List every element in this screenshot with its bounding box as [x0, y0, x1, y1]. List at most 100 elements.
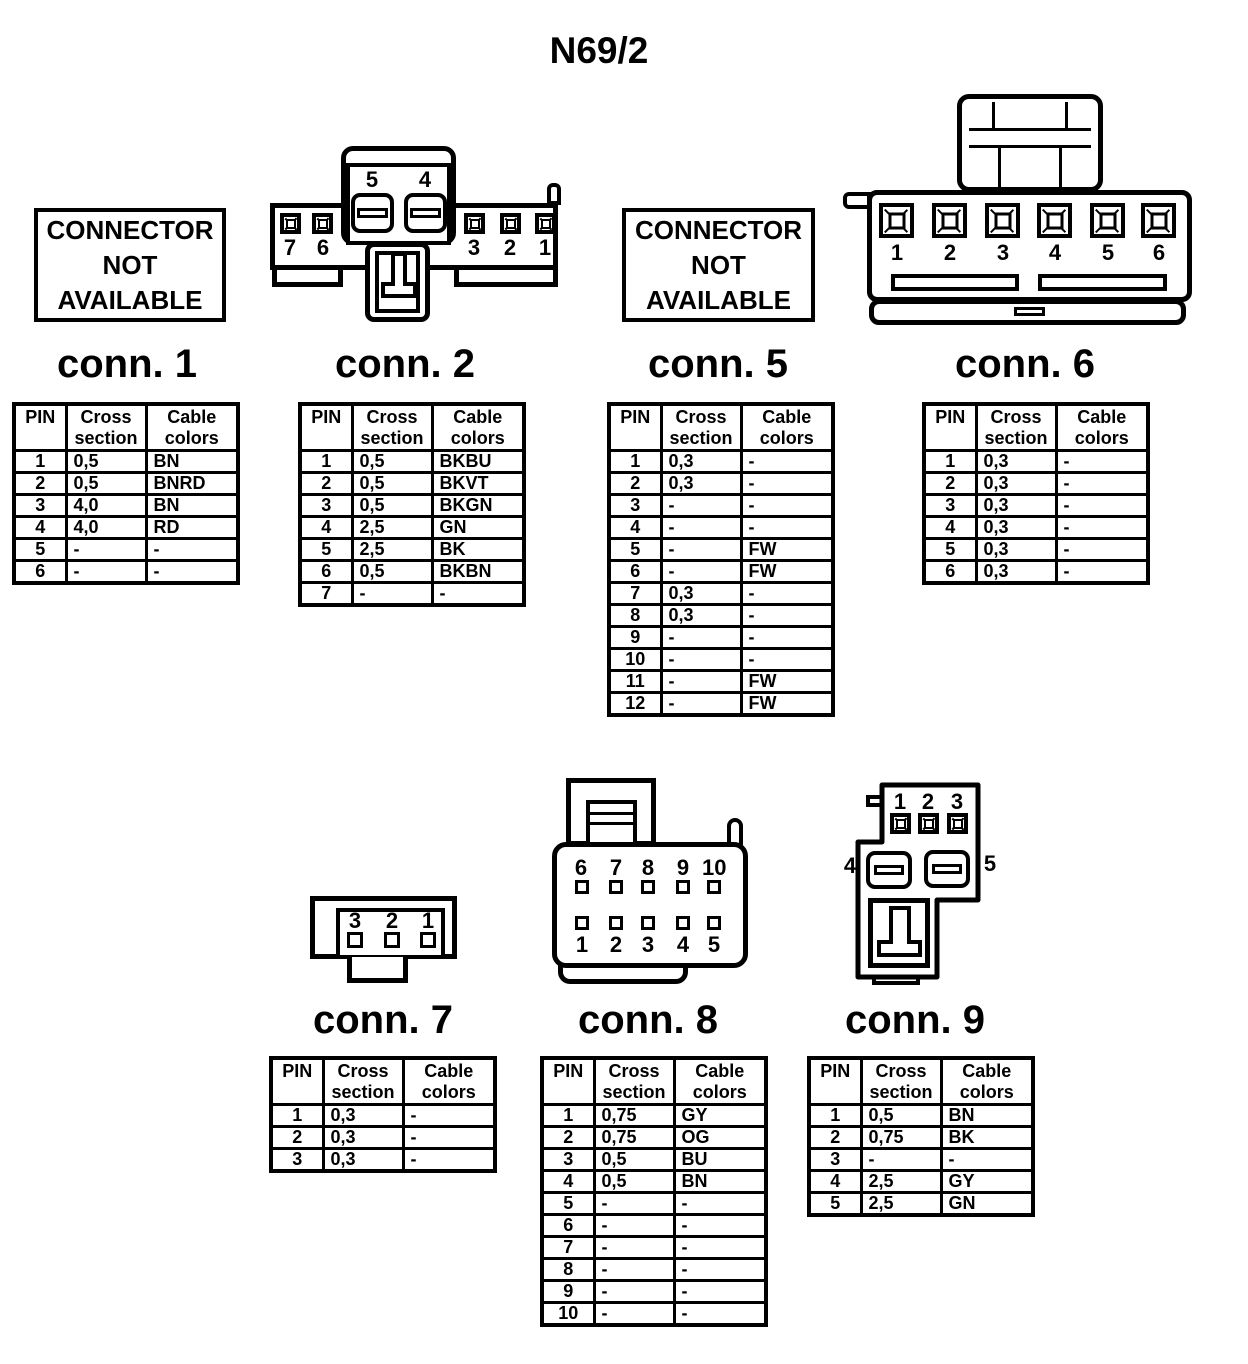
cell-pin: 1: [269, 1103, 325, 1128]
cell-cable-color: FW: [739, 669, 835, 694]
cell-pin: 5: [540, 1191, 596, 1216]
connector-lip: [272, 270, 343, 287]
pin-square: [347, 932, 363, 948]
cell-cable-color: -: [1054, 449, 1150, 474]
table-row: 9--: [607, 625, 835, 650]
blade-slot: [351, 193, 394, 233]
pin-label: 4: [418, 167, 432, 192]
pin-label: 1: [893, 789, 907, 814]
conn6-drawing: 1 2 3 4 5 6: [843, 93, 1193, 333]
table-row: 5-FW: [607, 537, 835, 562]
table-row: 11-FW: [607, 669, 835, 694]
cell-cross-section: 0,3: [974, 515, 1058, 540]
pin-label: 5: [1101, 240, 1115, 265]
pin-square: [676, 880, 690, 894]
blade-slot: [1038, 274, 1167, 291]
cell-cable-color: -: [144, 559, 240, 585]
cell-cross-section: 0,5: [350, 471, 434, 496]
pin-square: [384, 932, 400, 948]
pin-square: [707, 880, 721, 894]
cell-cross-section: -: [659, 647, 743, 672]
lip-notch: [1014, 307, 1045, 316]
slot-bar: [874, 865, 904, 875]
cell-pin: 4: [607, 515, 663, 540]
cell-pin: 3: [922, 493, 978, 518]
cell-cross-section: -: [659, 669, 743, 694]
cell-pin: 5: [607, 537, 663, 562]
cell-cable-color: FW: [739, 559, 835, 584]
col-header-cross-section: Cross section: [974, 402, 1058, 452]
header-row: PIN Cross section Cable colors: [12, 402, 240, 452]
cell-cable-color: -: [739, 449, 835, 474]
pin-label: 6: [316, 235, 330, 260]
cell-cable-color: BKBN: [430, 559, 526, 584]
cell-pin: 3: [540, 1147, 596, 1172]
connector-bottom-tab: [347, 957, 408, 983]
latch-detail: [1065, 102, 1068, 130]
pin-label: 2: [609, 932, 623, 957]
cell-cross-section: 0,3: [321, 1103, 405, 1128]
cell-cross-section: -: [592, 1257, 676, 1282]
t-key-icon: [877, 906, 922, 957]
cell-cable-color: -: [739, 515, 835, 540]
cell-cable-color: BN: [144, 493, 240, 518]
conn1-label: conn. 1: [56, 342, 198, 386]
connector-body: [552, 842, 748, 968]
col-header-pin: PIN: [269, 1056, 325, 1106]
cell-cross-section: -: [592, 1279, 676, 1304]
cell-cross-section: 4,0: [64, 515, 148, 540]
cell-pin: 2: [269, 1125, 325, 1150]
cell-cable-color: -: [1054, 559, 1150, 585]
cell-cable-color: BKGN: [430, 493, 526, 518]
cell-pin: 3: [269, 1147, 325, 1173]
slot-bar: [932, 864, 962, 874]
pin-label: 1: [538, 235, 552, 260]
pin-label: 9: [676, 855, 690, 880]
cell-cross-section: 0,75: [592, 1103, 676, 1128]
pin-socket: [932, 203, 967, 238]
header-row: PIN Cross section Cable colors: [269, 1056, 497, 1106]
table-row: 7--: [298, 581, 526, 607]
pin-label: 4: [676, 932, 690, 957]
cell-cable-color: -: [430, 581, 526, 607]
cell-cable-color: BN: [672, 1169, 768, 1194]
pin-socket: [1141, 203, 1176, 238]
table-row: 6--: [540, 1213, 768, 1238]
cell-cross-section: 0,3: [321, 1125, 405, 1150]
cell-pin: 5: [298, 537, 354, 562]
latch-detail: [969, 128, 1091, 131]
cell-pin: 1: [298, 449, 354, 474]
pin-label: 8: [641, 855, 655, 880]
cell-pin: 9: [540, 1279, 596, 1304]
conn2-drawing: 5 4 7 6 3 2 1: [270, 143, 562, 335]
conn9-label: conn. 9: [844, 998, 986, 1042]
cell-cable-color: -: [401, 1147, 497, 1173]
cell-cable-color: -: [401, 1103, 497, 1128]
blade-slot: [866, 851, 912, 889]
cell-pin: 1: [922, 449, 978, 474]
cell-cable-color: -: [672, 1235, 768, 1260]
pin-square: [707, 916, 721, 930]
latch-neck: [998, 147, 1062, 192]
cell-pin: 5: [12, 537, 68, 562]
pin-label: 2: [921, 789, 935, 814]
latch-detail: [590, 812, 633, 815]
connector-latch-bump: [547, 183, 561, 205]
table-row: 12-FW: [607, 691, 835, 717]
cell-pin: 2: [922, 471, 978, 496]
pin-square: [641, 916, 655, 930]
table-row: 8--: [540, 1257, 768, 1282]
header-row: PIN Cross section Cable colors: [607, 402, 835, 452]
cell-pin: 4: [922, 515, 978, 540]
col-header-cable-colors: Cable colors: [430, 402, 526, 452]
cell-cross-section: 0,5: [350, 449, 434, 474]
cell-cross-section: 0,3: [974, 493, 1058, 518]
